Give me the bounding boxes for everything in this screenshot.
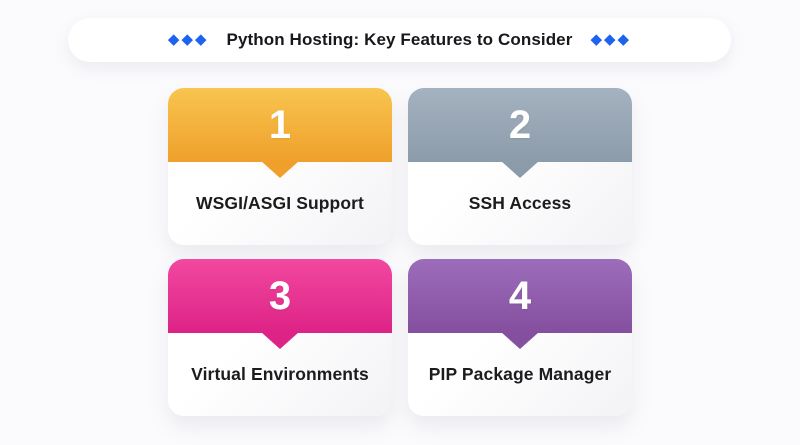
feature-card: 1 WSGI/ASGI Support	[168, 88, 392, 245]
diamonds-left-icon: ◆◆◆	[167, 30, 209, 48]
card-number: 3	[268, 274, 292, 318]
diamonds-right-icon: ◆◆◆	[590, 30, 632, 48]
card-header: 3	[168, 259, 392, 349]
card-label: SSH Access	[468, 193, 572, 213]
page-title: Python Hosting: Key Features to Consider	[226, 30, 573, 49]
feature-card: 4 PIP Package Manager	[408, 259, 632, 416]
card-header: 2	[408, 88, 632, 178]
card-header: 4	[408, 259, 632, 349]
card-label: PIP Package Manager	[428, 364, 612, 384]
card-body: Virtual Environments	[168, 333, 392, 416]
card-body: PIP Package Manager	[408, 333, 632, 416]
card-label: Virtual Environments	[191, 364, 369, 384]
feature-cards-grid: 1 WSGI/ASGI Support 2 SSH Access 3 Virtu…	[168, 88, 632, 416]
card-label: WSGI/ASGI Support	[196, 193, 364, 213]
card-number: 4	[508, 274, 532, 318]
card-body: SSH Access	[408, 162, 632, 245]
feature-card: 2 SSH Access	[408, 88, 632, 245]
feature-card: 3 Virtual Environments	[168, 259, 392, 416]
title-pill: ◆◆◆ Python Hosting: Key Features to Cons…	[68, 18, 731, 62]
card-number: 2	[508, 103, 532, 147]
card-header: 1	[168, 88, 392, 178]
card-body: WSGI/ASGI Support	[168, 162, 392, 245]
card-number: 1	[268, 103, 292, 147]
